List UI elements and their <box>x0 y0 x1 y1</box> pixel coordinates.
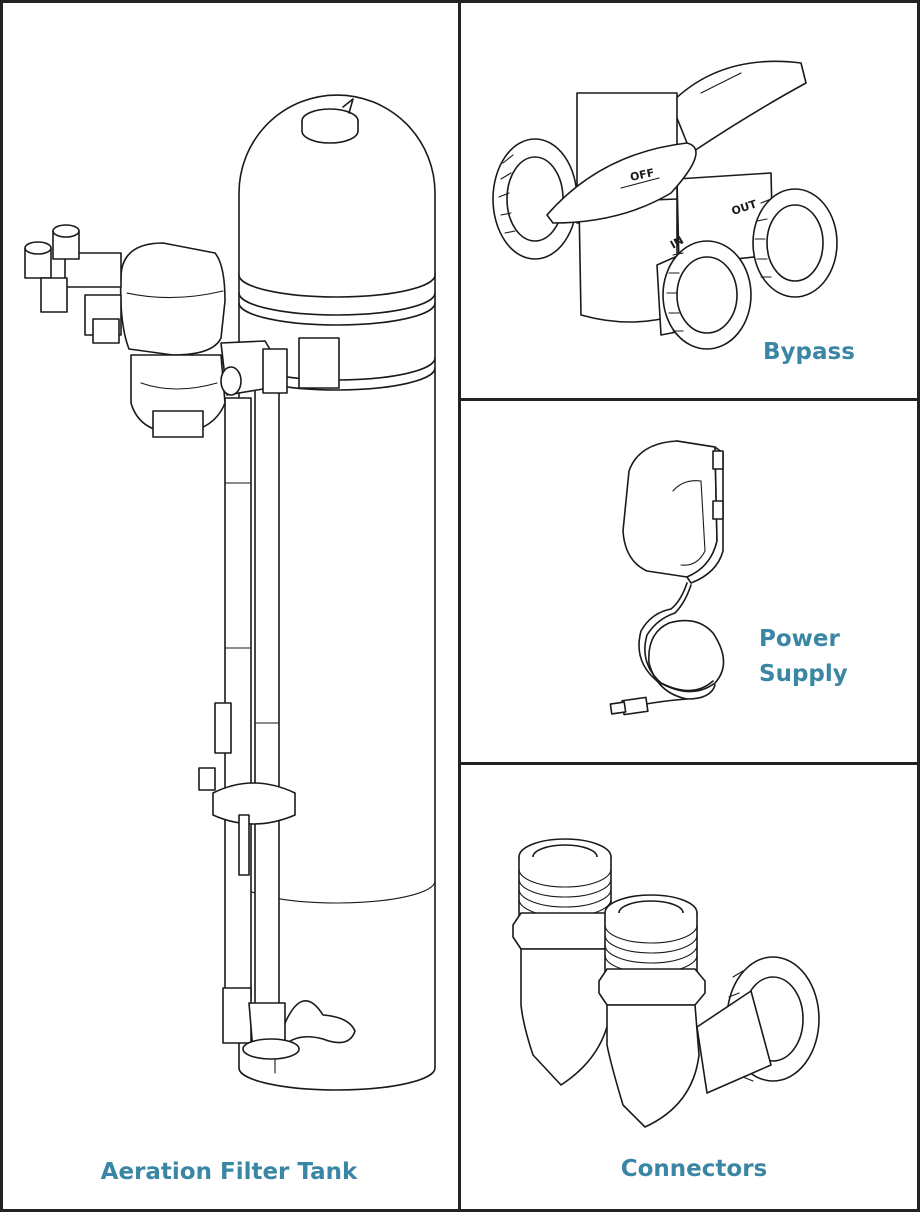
power-adapter-illustration <box>609 440 725 716</box>
connectors-label: Connectors <box>620 1156 768 1182</box>
connector-back-elbow <box>520 948 612 1086</box>
riser-pipe-left <box>224 397 252 999</box>
connector-front-elbow <box>606 1004 700 1128</box>
elbow-connectors-illustration <box>512 838 820 1128</box>
power-label-line1: Power <box>759 626 840 652</box>
bypass-handle-back <box>670 60 807 154</box>
riser-clamp <box>212 782 296 825</box>
bypass-handle-front <box>546 142 697 224</box>
tank-body <box>238 272 436 1091</box>
connectors-panel: Connectors <box>461 765 917 1209</box>
power-supply-panel: Power Supply <box>461 401 917 762</box>
frame-right <box>917 0 920 1212</box>
aeration-filter-tank-illustration <box>24 94 436 1091</box>
divider-upper <box>458 398 920 401</box>
bypass-panel: OFF OUT IN Bypass <box>461 3 917 398</box>
tank-dome <box>238 94 436 298</box>
tank-band-upper <box>238 292 436 316</box>
control-valve-head <box>119 242 226 356</box>
divider-lower <box>458 762 920 765</box>
divider-vertical <box>458 0 461 1212</box>
bypass-valve-illustration: OFF OUT IN <box>492 60 838 350</box>
power-label-line2: Supply <box>759 661 848 687</box>
tank-label: Aeration Filter Tank <box>100 1159 358 1185</box>
bypass-label: Bypass <box>763 339 855 365</box>
bypass-off-marking: OFF <box>629 166 656 184</box>
tank-panel: Aeration Filter Tank <box>3 3 458 1209</box>
riser-pipe-right <box>254 382 280 1024</box>
adapter-cord <box>638 582 725 700</box>
bypass-in-marking: IN <box>668 234 686 252</box>
frame-left <box>0 0 3 1212</box>
